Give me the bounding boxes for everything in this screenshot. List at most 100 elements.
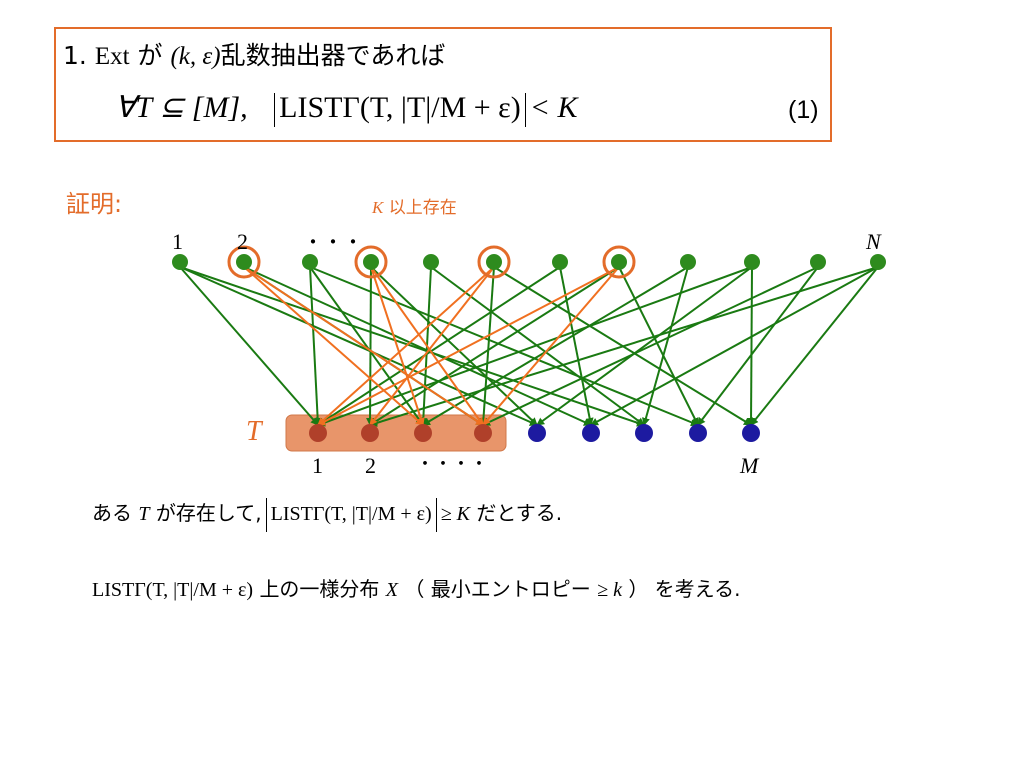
stmt1-pre: ある xyxy=(92,501,132,525)
stmt1-list: LISTΓ(T, |T|/M + ε) xyxy=(270,503,432,525)
equation-number: (1) xyxy=(788,96,819,124)
subset-node xyxy=(361,424,379,442)
green-edge xyxy=(309,266,322,426)
top-node xyxy=(611,254,627,270)
highlight-ring xyxy=(354,245,388,279)
green-edge xyxy=(369,266,879,427)
bottom-label-2: 2 xyxy=(365,453,376,478)
top-label-2: 2 xyxy=(237,229,248,254)
highlight-ring xyxy=(602,245,636,279)
stmt1-t: T xyxy=(138,503,150,525)
top-label-n: N xyxy=(866,229,881,254)
stmt2-mid: 上の一様分布 xyxy=(259,577,380,601)
exists-text: 以上存在 xyxy=(388,198,457,218)
top-label-1: 1 xyxy=(172,229,183,254)
ga-text: が xyxy=(137,41,163,70)
bottom-node xyxy=(528,424,546,442)
subset-label: T xyxy=(246,416,262,447)
green-edge xyxy=(618,266,699,426)
stmt1-mid: が存在して, xyxy=(155,501,262,525)
green-edge xyxy=(747,266,756,426)
green-edge xyxy=(309,266,424,426)
green-edge xyxy=(179,266,319,426)
stmt1-post: だとする. xyxy=(476,501,563,525)
green-edge xyxy=(179,266,538,426)
top-node xyxy=(744,254,760,270)
green-edge xyxy=(370,266,538,426)
orange-edge xyxy=(243,266,484,426)
top-node xyxy=(810,254,826,270)
top-node xyxy=(680,254,696,270)
subset-node xyxy=(414,424,432,442)
green-edge xyxy=(422,266,689,426)
green-edge xyxy=(750,266,879,426)
green-edge xyxy=(590,266,879,426)
subset-node xyxy=(474,424,492,442)
stmt1-bar-left xyxy=(265,497,267,532)
green-edge xyxy=(697,266,819,426)
highlight-ring xyxy=(227,245,261,279)
graph-nodes xyxy=(172,245,886,442)
exists-note: K 以上存在 xyxy=(372,193,457,218)
orange-edge xyxy=(370,266,484,426)
quantifier: ∀T ⊆ [M], xyxy=(115,91,248,124)
stmt1-ge-k: ≥ K xyxy=(440,503,471,525)
highlight-ring xyxy=(477,245,511,279)
claim-formula: ∀T ⊆ [M], LISTΓ(T, |T|/M + ε)< K xyxy=(115,90,578,128)
green-edges xyxy=(179,266,879,427)
green-edge xyxy=(369,266,620,426)
claim-box xyxy=(54,27,832,142)
orange-edge xyxy=(317,266,495,426)
orange-edge xyxy=(317,266,620,426)
bottom-label-m: M xyxy=(740,453,759,478)
top-node xyxy=(172,254,188,270)
green-edge xyxy=(243,266,592,426)
orange-edge xyxy=(370,266,425,426)
green-edge xyxy=(317,266,561,426)
green-edge xyxy=(479,266,495,426)
proof-label: 証明: xyxy=(66,190,123,218)
stmt2-x: X xyxy=(385,579,399,601)
bottom-node xyxy=(689,424,707,442)
orange-edge xyxy=(369,266,495,426)
abs-bar-right xyxy=(524,93,526,128)
stmt1-bar-right xyxy=(435,497,437,532)
orange-edge xyxy=(243,266,424,426)
params-text: (k, ε) xyxy=(170,43,221,70)
top-node xyxy=(363,254,379,270)
top-node xyxy=(552,254,568,270)
ext-text: Ext xyxy=(94,43,130,70)
green-edge xyxy=(536,266,753,426)
subset-node xyxy=(309,424,327,442)
top-node xyxy=(236,254,252,270)
bottom-label-dots: ・・・・ xyxy=(416,454,488,474)
abs-bar-left xyxy=(274,93,276,128)
exists-k: K xyxy=(372,198,384,217)
top-label-dots: ・・・ xyxy=(303,230,363,254)
claim-line-1: 1. Ext が (k, ε)乱数抽出器であれば xyxy=(63,36,445,72)
green-edge xyxy=(559,266,594,426)
stmt2-post: ） を考える. xyxy=(628,577,741,601)
bottom-node xyxy=(635,424,653,442)
stmt2-paren: （ 最小エントロピー xyxy=(404,577,591,601)
green-edge xyxy=(309,266,699,427)
green-edge xyxy=(179,266,645,427)
lt-k: < K xyxy=(529,91,578,124)
bottom-label-1: 1 xyxy=(312,453,323,478)
claim-number: 1. xyxy=(63,41,87,70)
bottom-node xyxy=(742,424,760,442)
top-node xyxy=(302,254,318,270)
top-node xyxy=(423,254,439,270)
statement-2: LISTΓ(T, |T|/M + ε) 上の一様分布 X （ 最小エントロピー … xyxy=(92,573,740,602)
orange-edges xyxy=(243,266,620,426)
stmt2-ge-k: ≥ k xyxy=(597,579,622,601)
green-edge xyxy=(482,266,819,426)
green-edge xyxy=(366,266,375,426)
statement-1: ある T が存在して, LISTΓ(T, |T|/M + ε) ≥ K だとする. xyxy=(92,497,562,532)
top-node xyxy=(486,254,502,270)
stmt2-list: LISTΓ(T, |T|/M + ε) xyxy=(92,579,254,601)
subset-highlight xyxy=(285,414,507,452)
top-node xyxy=(870,254,886,270)
orange-edge xyxy=(482,266,620,426)
